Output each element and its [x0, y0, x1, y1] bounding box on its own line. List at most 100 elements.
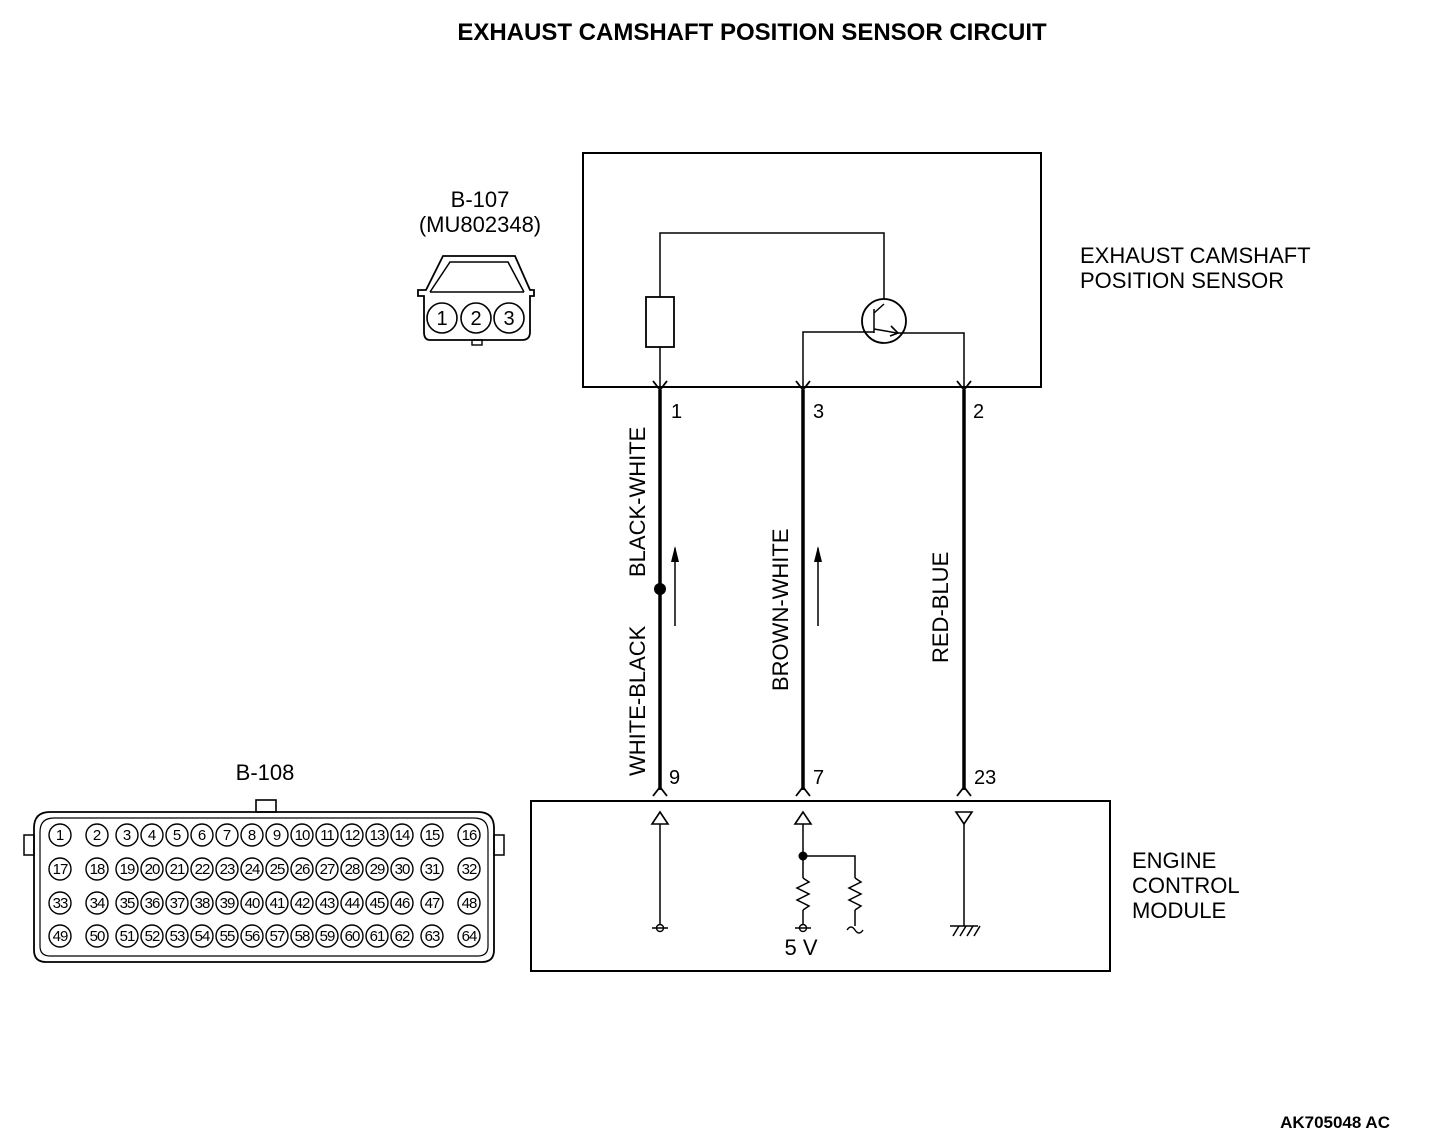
b108-pin-circle — [140, 924, 164, 948]
ecm-label-line2: CONTROL — [1132, 873, 1240, 898]
b108-pin-circle — [457, 857, 481, 881]
b108-pin: 29 — [370, 861, 385, 878]
b108-pin: 53 — [170, 928, 185, 945]
b108-pin-circle — [85, 857, 109, 881]
b108-pin-circle — [165, 823, 189, 847]
engine-control-module: 5 V ENGINE CONTROL MODULE — [530, 785, 1240, 972]
b108-pin: 56 — [245, 928, 260, 945]
b108-pin-circle — [190, 857, 214, 881]
b108-pin: 51 — [120, 928, 135, 945]
b108-pin-circle — [265, 823, 289, 847]
b108-pin: 11 — [320, 827, 334, 844]
sensor-box — [582, 152, 1042, 388]
b108-pin-circle — [457, 924, 481, 948]
b108-pin: 35 — [120, 895, 135, 912]
b108-pin: 23 — [220, 861, 235, 878]
sensor-label-line1: EXHAUST CAMSHAFT — [1080, 243, 1311, 268]
b108-pin: 4 — [148, 827, 156, 844]
b108-pin-circle — [340, 857, 364, 881]
b108-pin-circle — [315, 857, 339, 881]
ecm-resistor — [847, 877, 863, 911]
b108-pin-circle — [390, 891, 414, 915]
b108-pin: 26 — [295, 861, 310, 878]
b108-pin-circle — [340, 823, 364, 847]
b108-pin-circle — [340, 891, 364, 915]
ecm-pin-number: 7 — [813, 767, 824, 789]
b108-pin-circle — [115, 924, 139, 948]
ecm-pin-number: 23 — [974, 767, 996, 789]
b108-pin-circle — [365, 924, 389, 948]
b108-pin-circle — [365, 857, 389, 881]
b108-pin-circle — [240, 924, 264, 948]
b108-pin: 22 — [195, 861, 210, 878]
b108-pin: 28 — [345, 861, 360, 878]
b108-pin-circle — [190, 924, 214, 948]
b108-pin-circle — [48, 924, 72, 948]
b108-pin: 2 — [93, 827, 101, 844]
wire-color-label: RED-BLUE — [928, 552, 953, 663]
connector-b107-name: B-107 — [451, 187, 510, 212]
b108-pin-circle — [140, 823, 164, 847]
sensor-transistor — [861, 298, 907, 344]
b108-pin: 50 — [90, 928, 105, 945]
b108-pin-circle — [165, 857, 189, 881]
wire-harness: 1 3 2 9 7 23 BLACK-WHITE WHITE-BLACK BRO… — [625, 390, 996, 790]
b108-pin: 7 — [223, 827, 231, 844]
b108-pin: 21 — [170, 861, 185, 878]
ecm-input-marker — [793, 810, 813, 825]
b108-pin: 59 — [320, 928, 335, 945]
b108-pin: 33 — [53, 895, 68, 912]
b108-pin-circle — [140, 891, 164, 915]
b108-pin-circle — [85, 891, 109, 915]
b108-pin-circle — [390, 857, 414, 881]
b108-pin: 41 — [270, 895, 285, 912]
b108-pin: 27 — [320, 861, 335, 878]
wire-color-label: BROWN-WHITE — [768, 528, 793, 691]
b108-pin: 17 — [53, 861, 68, 878]
b108-pin-circle — [48, 891, 72, 915]
b108-pin: 5 — [173, 827, 181, 844]
ecm-pin-number: 9 — [669, 767, 680, 789]
b108-pin-circle — [215, 857, 239, 881]
b108-pin: 61 — [370, 928, 385, 945]
wire-color-label: WHITE-BLACK — [625, 625, 650, 776]
b108-pin: 45 — [370, 895, 385, 912]
ground-icon — [950, 925, 981, 937]
b108-pin: 15 — [425, 827, 440, 844]
b108-pin: 39 — [220, 895, 235, 912]
b108-pin: 48 — [462, 895, 477, 912]
camshaft-sensor: EXHAUST CAMSHAFT POSITION SENSOR — [582, 152, 1311, 392]
connector-b107-housing — [417, 255, 535, 341]
b108-pin-circle — [290, 924, 314, 948]
b107-pin: 1 — [436, 308, 447, 330]
ecm-resistor — [795, 877, 811, 911]
sensor-pin-number: 2 — [973, 401, 984, 423]
b108-pin-circle — [420, 823, 444, 847]
figure-code: AK705048 AC — [1280, 1113, 1390, 1132]
b108-pin-circle — [240, 857, 264, 881]
sensor-pin-number: 3 — [813, 401, 824, 423]
b108-pin-circle — [85, 823, 109, 847]
b107-pin: 3 — [503, 308, 514, 330]
b108-pin: 3 — [123, 827, 131, 844]
b108-pin-circle — [315, 823, 339, 847]
b108-pin: 8 — [248, 827, 256, 844]
b108-pin-circle — [290, 891, 314, 915]
b108-pin: 30 — [395, 861, 410, 878]
ecm-output-marker — [954, 811, 974, 826]
b108-pin: 16 — [462, 827, 477, 844]
b108-pin: 63 — [425, 928, 440, 945]
b108-pin-circle — [457, 891, 481, 915]
ecm-label-line1: ENGINE — [1132, 848, 1216, 873]
connector-b108-housing — [33, 811, 495, 963]
b108-pin: 12 — [345, 827, 360, 844]
b108-pin: 24 — [245, 861, 260, 878]
b108-pin: 10 — [295, 827, 310, 844]
sensor-resistor — [645, 296, 675, 348]
b108-pin-circle — [365, 823, 389, 847]
ecm-input-marker — [650, 810, 670, 825]
wire-junction — [654, 583, 666, 595]
b108-pin: 54 — [195, 928, 210, 945]
b108-pin: 62 — [395, 928, 410, 945]
